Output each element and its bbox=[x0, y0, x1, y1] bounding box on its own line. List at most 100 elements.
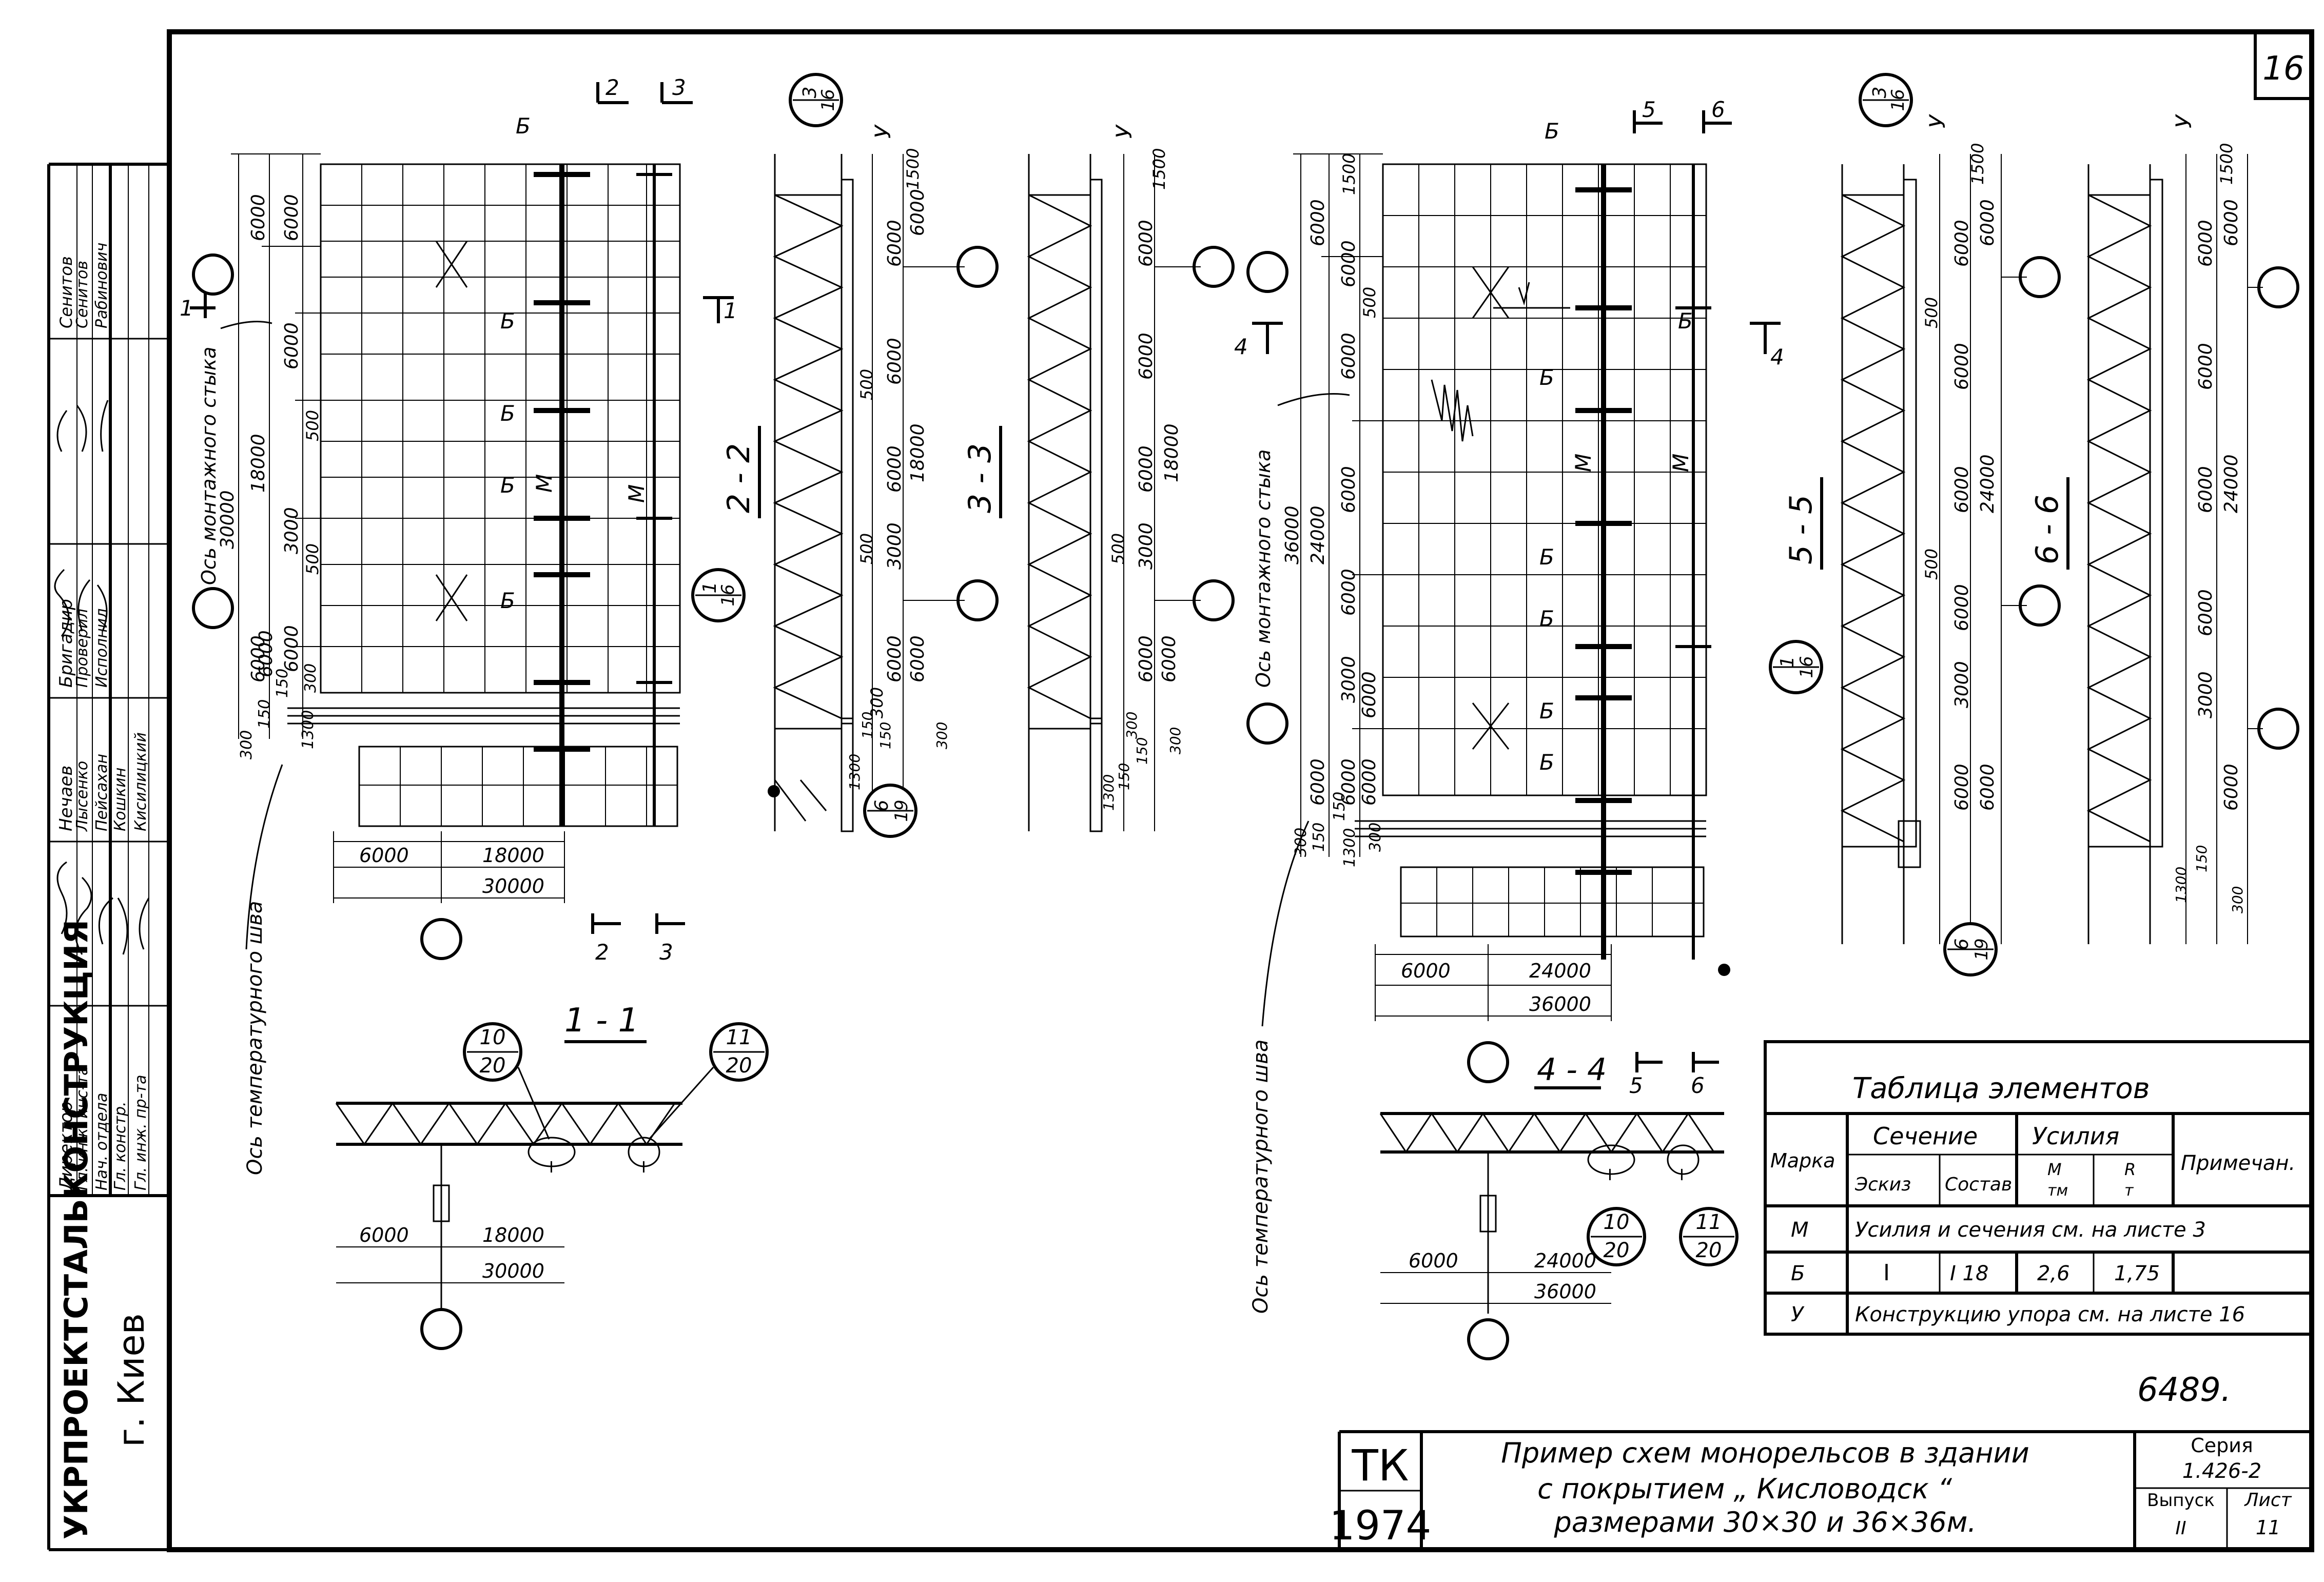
svg-text:16: 16 bbox=[1796, 656, 1817, 678]
scribble-marks bbox=[1431, 379, 1474, 442]
svg-text:1500: 1500 bbox=[1968, 143, 1987, 185]
dim-18000-h: 18000 bbox=[482, 844, 544, 867]
axis-bubbles-left-plan bbox=[192, 253, 462, 960]
beam-label: Б bbox=[1539, 750, 1554, 775]
plan-36x36: Б Б Б Б Б Б Б М М 5 6 4 4 bbox=[1234, 97, 1784, 1314]
beam-label: Б bbox=[1539, 698, 1554, 724]
svg-text:6000: 6000 bbox=[1951, 343, 1973, 390]
svg-text:6000: 6000 bbox=[359, 1224, 409, 1246]
name-lysenko: Лысенко bbox=[73, 761, 91, 832]
dim-150: 150 bbox=[256, 699, 274, 729]
cut-mark-1-left: 1 bbox=[180, 292, 216, 321]
svg-text:500: 500 bbox=[857, 369, 876, 400]
elevation-1-1-title: 1 - 1 bbox=[564, 1002, 639, 1040]
dim-6000: 6000 bbox=[281, 322, 302, 369]
row-merged: Конструкцию упора см. на листе 16 bbox=[1855, 1303, 2245, 1326]
svg-text:300: 300 bbox=[867, 687, 887, 718]
elevation-1-1: 1 - 1 I I 6000 18000 30000 10 20 11 20 bbox=[335, 1002, 769, 1350]
section-5-5: 1500 6000 6000 6000 500 24000 6000 6000 … bbox=[1769, 73, 2061, 976]
hdr-r: R bbox=[2124, 1160, 2136, 1179]
svg-text:500: 500 bbox=[1922, 549, 1941, 580]
plan-30x30-dimensions bbox=[231, 153, 565, 903]
svg-text:6000: 6000 bbox=[1977, 764, 1998, 811]
ref-bubble-1-16-right: 1 16 bbox=[1769, 640, 1823, 694]
handwritten-signatures-a bbox=[56, 861, 150, 955]
name-peisakhan: Пейсахан bbox=[93, 754, 111, 831]
svg-text:19: 19 bbox=[891, 799, 912, 822]
row-composition: I 18 bbox=[1950, 1262, 1988, 1285]
beam-label: Б bbox=[516, 113, 531, 139]
dim-150: 150 bbox=[274, 669, 291, 698]
svg-text:300: 300 bbox=[1366, 823, 1384, 852]
svg-text:3: 3 bbox=[799, 87, 821, 99]
hdr-section: Сечение bbox=[1873, 1122, 1978, 1150]
svg-text:16: 16 bbox=[818, 89, 838, 111]
svg-text:6000: 6000 bbox=[1951, 220, 1973, 267]
beam-label: Б bbox=[1539, 606, 1554, 631]
svg-text:6000: 6000 bbox=[1136, 635, 1157, 682]
svg-text:6000: 6000 bbox=[884, 338, 905, 385]
svg-text:6000: 6000 bbox=[1136, 220, 1157, 267]
row-merged: Усилия и сечения см. на листе 3 bbox=[1855, 1218, 2206, 1242]
svg-text:1: 1 bbox=[699, 582, 720, 594]
cut-mark-4-left: 4 bbox=[1234, 322, 1283, 359]
title-chief-engineer: Гл. инж. инс-та bbox=[73, 1066, 91, 1190]
beam-label: Б bbox=[1545, 119, 1559, 144]
name-senitov-1: Сенитов bbox=[56, 256, 76, 328]
svg-text:2: 2 bbox=[595, 940, 609, 965]
svg-text:18000: 18000 bbox=[907, 423, 928, 482]
svg-text:6000: 6000 bbox=[1359, 758, 1380, 806]
title-line-3: размерами 30×30 и 36×36м. bbox=[1553, 1506, 1976, 1538]
monorail-beams-right bbox=[1575, 164, 1711, 960]
svg-text:3000: 3000 bbox=[1338, 656, 1359, 703]
ref-bubble-6-19-right: 6 19 bbox=[1943, 922, 1998, 976]
dim-500: 500 bbox=[303, 543, 322, 575]
svg-text:20: 20 bbox=[480, 1054, 506, 1078]
monorail-beams-left bbox=[534, 164, 672, 826]
ref-bubble-1-16-left: 1 16 bbox=[691, 568, 746, 622]
svg-text:1300: 1300 bbox=[1341, 828, 1359, 867]
org-city: г. Киев bbox=[110, 1313, 152, 1447]
plan-36x36-dimensions bbox=[1293, 153, 1612, 1021]
dim-300: 300 bbox=[302, 663, 320, 693]
m-label: М bbox=[1571, 454, 1596, 472]
svg-text:300: 300 bbox=[933, 722, 950, 749]
row-mark: У bbox=[1791, 1303, 1805, 1326]
svg-text:18000: 18000 bbox=[482, 1224, 544, 1246]
ref-bubble-10-20: 10 20 bbox=[463, 1022, 522, 1082]
i-mark: I bbox=[641, 1159, 646, 1177]
svg-text:150: 150 bbox=[1331, 792, 1349, 821]
organization-block: УКРПРОЕКТСТАЛЬКОНСТРУКЦИЯ г. Киев bbox=[57, 920, 152, 1539]
svg-text:24000: 24000 bbox=[1307, 505, 1329, 564]
axis-bubbles-right-plan bbox=[1246, 251, 1730, 1083]
drawing-number: 6489. bbox=[2137, 1371, 2231, 1409]
cut-mark-4-right: 4 bbox=[1750, 322, 1784, 369]
handwritten-signatures-b bbox=[54, 569, 108, 637]
svg-text:6000: 6000 bbox=[1159, 635, 1180, 682]
name-senitov-2: Сенитов bbox=[73, 261, 91, 328]
row-m: 2,6 bbox=[2037, 1262, 2070, 1285]
dim-500: 500 bbox=[303, 410, 322, 441]
elevation-4-4: 4 - 4 5 6 I I 6000 24000 36000 10 20 bbox=[1379, 1052, 1739, 1360]
svg-text:500: 500 bbox=[1922, 297, 1941, 328]
role-brigadier: Бригадир bbox=[56, 599, 76, 688]
row-r: 1,75 bbox=[2114, 1262, 2160, 1285]
dim-30000-h: 30000 bbox=[482, 875, 544, 897]
section-mark-6-top: 6 bbox=[1702, 97, 1732, 133]
svg-text:1300: 1300 bbox=[2173, 867, 2190, 903]
svg-text:4: 4 bbox=[1234, 334, 1248, 359]
svg-text:300: 300 bbox=[1167, 727, 1184, 754]
ref-bubble-3-16: 3 16 bbox=[789, 73, 843, 127]
svg-text:20: 20 bbox=[726, 1054, 752, 1078]
svg-text:500: 500 bbox=[1360, 287, 1379, 318]
row-mark: М bbox=[1791, 1218, 1809, 1242]
ref-bubble-3-16-right: 3 16 bbox=[1859, 73, 1913, 127]
dim-300: 300 bbox=[238, 730, 256, 759]
dim-6000: 6000 bbox=[281, 194, 302, 241]
svg-text:3000: 3000 bbox=[884, 522, 905, 570]
svg-text:11: 11 bbox=[1696, 1210, 1722, 1234]
section-mark-2-top: 2 bbox=[596, 75, 629, 104]
section-6-6: 1500 6000 6000 6000 24000 6000 6000 6000… bbox=[2029, 114, 2299, 944]
svg-text:У: У bbox=[2171, 114, 2196, 128]
